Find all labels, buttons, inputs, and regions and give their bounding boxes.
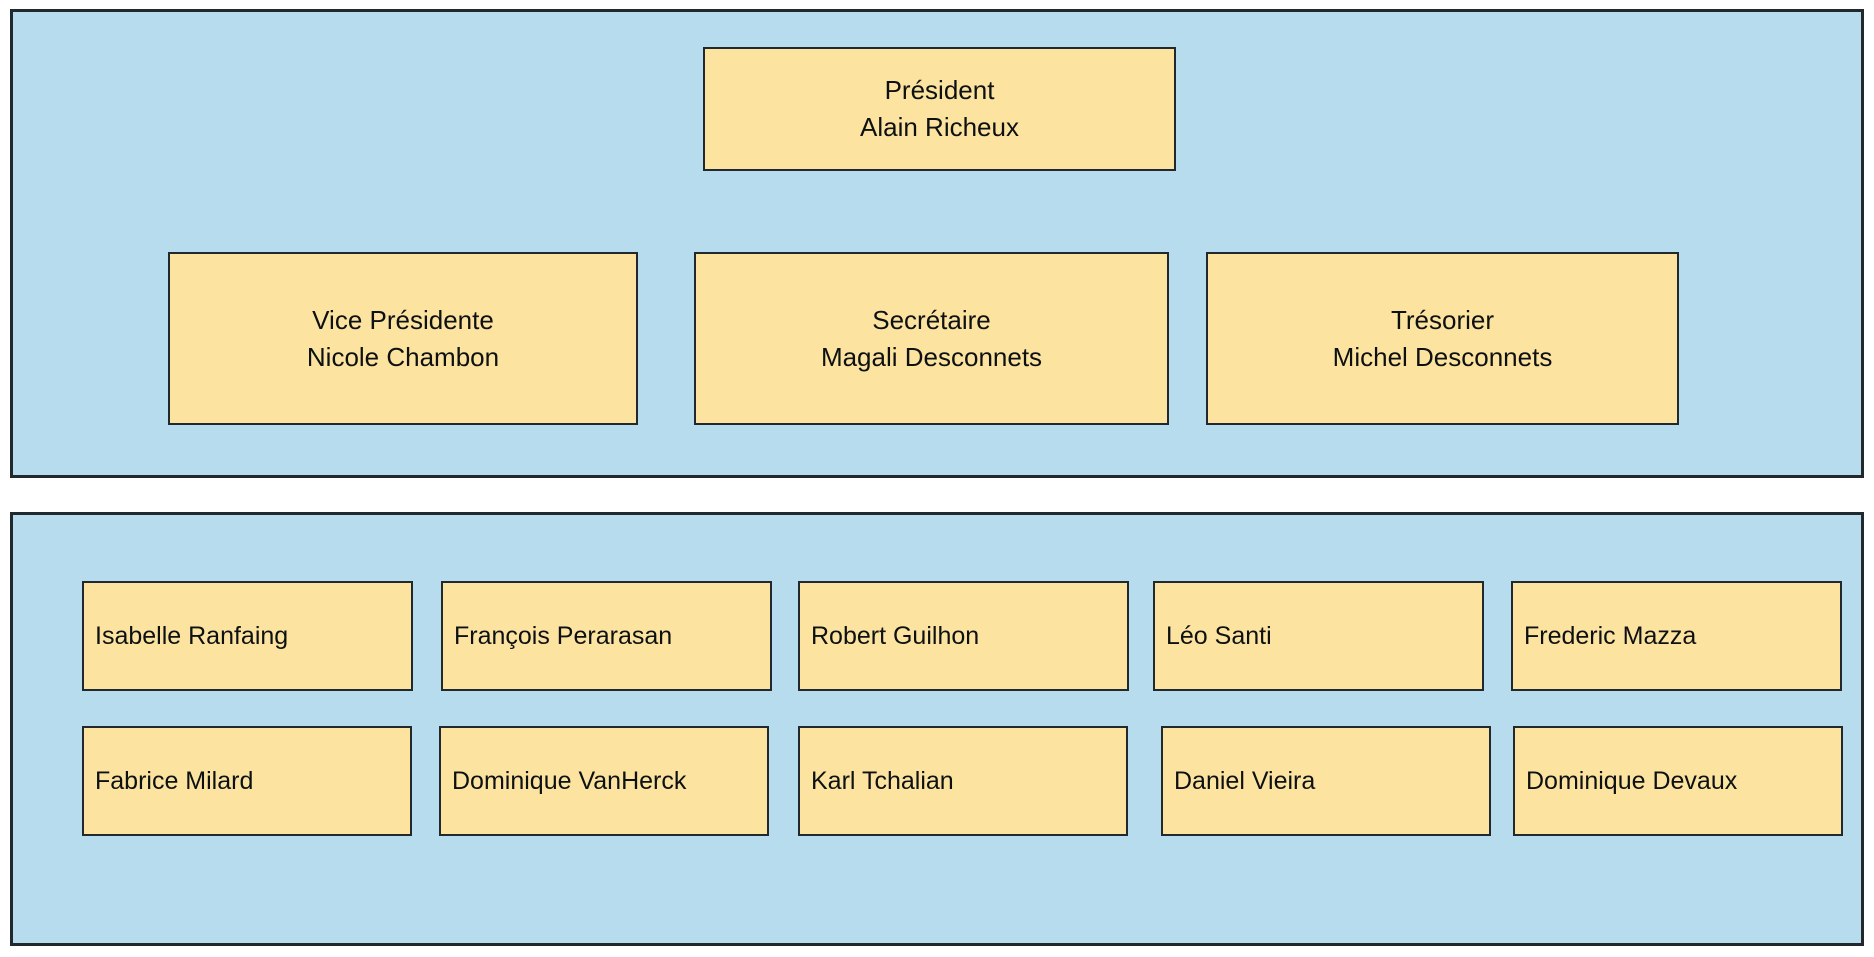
president-role-label: Président xyxy=(884,75,995,105)
org-node-member[interactable]: Léo Santi xyxy=(1153,581,1484,691)
secretary-name-label: Magali Desconnets xyxy=(820,341,1043,372)
org-node-member[interactable]: François Perarasan xyxy=(441,581,772,691)
org-node-member[interactable]: Isabelle Ranfaing xyxy=(82,581,413,691)
vice-president-name-label: Nicole Chambon xyxy=(306,341,500,372)
org-node-member[interactable]: Fabrice Milard xyxy=(82,726,412,836)
vice-president-role-label: Vice Présidente xyxy=(312,304,494,335)
member-name-label: Daniel Vieira xyxy=(1174,767,1316,795)
member-name-label: Isabelle Ranfaing xyxy=(95,622,289,650)
member-name-label: Dominique Devaux xyxy=(1526,767,1738,795)
org-node-member[interactable]: Dominique VanHerck xyxy=(439,726,769,836)
org-node-secretary[interactable]: Secrétaire Magali Desconnets xyxy=(694,252,1169,425)
member-name-label: Karl Tchalian xyxy=(811,767,954,795)
secretary-role-label: Secrétaire xyxy=(872,304,991,335)
org-node-member[interactable]: Karl Tchalian xyxy=(798,726,1128,836)
org-node-member[interactable]: Dominique Devaux xyxy=(1513,726,1843,836)
org-node-member[interactable]: Robert Guilhon xyxy=(798,581,1129,691)
org-node-member[interactable]: Daniel Vieira xyxy=(1161,726,1491,836)
org-node-treasurer[interactable]: Trésorier Michel Desconnets xyxy=(1206,252,1679,425)
members-panel: Isabelle Ranfaing François Perarasan Rob… xyxy=(10,512,1864,946)
member-name-label: Dominique VanHerck xyxy=(452,767,687,795)
president-name-label: Alain Richeux xyxy=(860,112,1019,142)
member-name-label: Frederic Mazza xyxy=(1524,622,1697,650)
treasurer-name-label: Michel Desconnets xyxy=(1332,341,1553,372)
member-name-label: Robert Guilhon xyxy=(811,622,980,650)
org-node-president[interactable]: Président Alain Richeux xyxy=(703,47,1176,171)
executive-board-panel: Président Alain Richeux Vice Présidente … xyxy=(10,9,1864,478)
treasurer-role-label: Trésorier xyxy=(1390,304,1495,335)
member-name-label: Léo Santi xyxy=(1166,622,1272,650)
org-node-vice-president[interactable]: Vice Présidente Nicole Chambon xyxy=(168,252,638,425)
member-name-label: François Perarasan xyxy=(454,622,673,650)
org-node-member[interactable]: Frederic Mazza xyxy=(1511,581,1842,691)
member-name-label: Fabrice Milard xyxy=(95,767,254,795)
